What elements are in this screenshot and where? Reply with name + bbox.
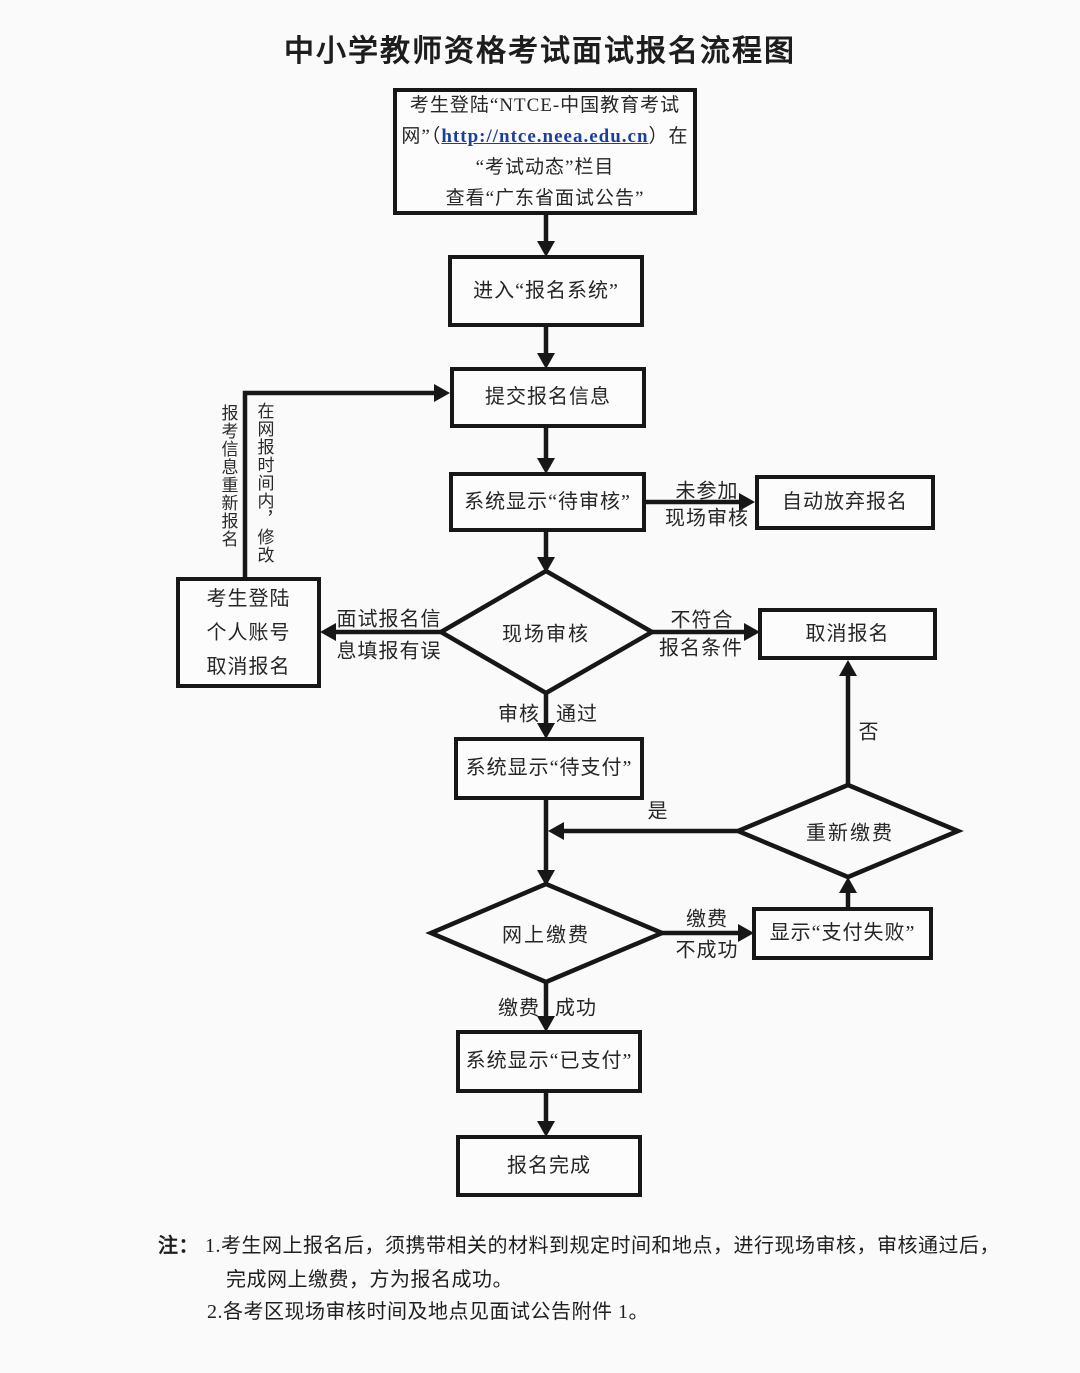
node-cancel-account-line1: 考生登陆 xyxy=(206,587,291,610)
node-payment-failed-label: 显示“支付失败” xyxy=(769,922,916,944)
arrow-up-repay xyxy=(839,877,857,893)
node-pending-review-label: 系统显示“待审核” xyxy=(464,490,631,513)
edge-cancel-loop xyxy=(242,390,436,577)
node-login-line3: “考试动态”栏目 xyxy=(475,156,615,178)
node-complete: 报名完成 xyxy=(456,1135,642,1197)
node-pending-review: 系统显示“待审核” xyxy=(449,472,646,532)
arrow-down-enter xyxy=(537,241,555,257)
edge-label-no-onsite-2: 现场审核 xyxy=(665,507,749,530)
arrowheads xyxy=(320,241,857,1137)
node-login-line2-post: ）在 xyxy=(648,125,689,147)
node-login-line1: 考生登陆“NTCE-中国教育考试 xyxy=(409,94,681,116)
arrow-down-paid xyxy=(537,1016,555,1032)
arrow-right-fail xyxy=(738,924,754,942)
arrow-right-cancelreg xyxy=(744,623,760,641)
edge-label-not-qualified-2: 报名条件 xyxy=(659,637,743,660)
edge-label-review: 审核 xyxy=(498,703,540,726)
arrow-down-payment xyxy=(537,723,555,739)
node-paid: 系统显示“已支付” xyxy=(456,1030,642,1093)
edge-label-pay-fail-2: 不成功 xyxy=(675,939,739,962)
loop-annotation-left-column: 报考信息重新报名 xyxy=(218,404,238,548)
node-auto-abandon: 自动放弃报名 xyxy=(755,475,935,530)
edge-label-info-error-1: 面试报名信 xyxy=(336,608,442,631)
node-paid-label: 系统显示“已支付” xyxy=(465,1050,633,1072)
diamond-online-payment-label: 网上缴费 xyxy=(502,924,590,947)
edge-label-pass: 通过 xyxy=(556,703,598,726)
node-payment-failed: 显示“支付失败” xyxy=(752,907,933,960)
edge-label-no: 否 xyxy=(858,721,880,744)
arrow-down-diamond xyxy=(537,557,555,573)
edge-label-no-onsite-1: 未参加 xyxy=(675,480,739,503)
note-item2: 2.各考区现场审核时间及地点见面试公告附件 1。 xyxy=(207,1301,649,1323)
arrow-down-complete xyxy=(537,1121,555,1137)
diamond-online-payment xyxy=(425,881,668,985)
arrow-right-abandon xyxy=(739,493,755,511)
arrow-down-submit xyxy=(537,353,555,369)
node-enter-system-label: 进入“报名系统” xyxy=(473,279,619,302)
arrow-up-cancelreg xyxy=(839,660,857,676)
node-cancel-registration-label: 取消报名 xyxy=(805,622,890,645)
node-login-line4: 查看“广东省面试公告” xyxy=(445,187,645,209)
decision-diamonds xyxy=(425,568,964,985)
node-login: 考生登陆“NTCE-中国教育考试 网”（http://ntce.neea.edu… xyxy=(393,88,697,215)
loop-annotation-right-column: 在网报时间内，修改 xyxy=(254,402,274,564)
arrow-left-cancelacct xyxy=(320,623,336,641)
diamond-onsite-review-label: 现场审核 xyxy=(502,623,590,646)
note-item1-line2: 完成网上缴费，方为报名成功。 xyxy=(226,1269,513,1291)
edge-label-info-error-2: 息填报有误 xyxy=(336,640,442,663)
arrow-down-review xyxy=(537,458,555,474)
arrow-down-online xyxy=(537,870,555,886)
node-cancel-account-line3: 取消报名 xyxy=(206,655,291,678)
edge-label-pay-ok-1: 缴费 xyxy=(498,997,540,1020)
diamond-repay xyxy=(732,782,964,880)
connector-lines xyxy=(242,215,851,1123)
node-pending-payment: 系统显示“待支付” xyxy=(454,737,644,800)
node-enter-system: 进入“报名系统” xyxy=(448,255,644,327)
diamond-onsite-review xyxy=(436,568,657,696)
arrow-left-merge xyxy=(548,822,564,840)
node-complete-label: 报名完成 xyxy=(507,1154,591,1177)
edge-label-pay-fail-1: 缴费 xyxy=(686,908,728,931)
node-login-line2-pre: 网”（ xyxy=(401,125,442,147)
diamond-repay-label: 重新缴费 xyxy=(806,822,894,845)
node-pending-payment-label: 系统显示“待支付” xyxy=(465,757,633,779)
node-submit-info-label: 提交报名信息 xyxy=(485,386,611,408)
page-title: 中小学教师资格考试面试报名流程图 xyxy=(284,35,796,68)
node-cancel-account-line2: 个人账号 xyxy=(206,621,291,644)
edge-label-not-qualified-1: 不符合 xyxy=(670,609,734,632)
node-login-line2: 网”（http://ntce.neea.edu.cn）在 xyxy=(401,121,688,152)
ntce-link[interactable]: http://ntce.neea.edu.cn xyxy=(441,125,649,147)
node-auto-abandon-label: 自动放弃报名 xyxy=(782,491,908,513)
node-cancel-registration: 取消报名 xyxy=(758,608,937,660)
node-cancel-account: 考生登陆 个人账号 取消报名 xyxy=(176,577,321,688)
node-submit-info: 提交报名信息 xyxy=(450,367,646,428)
arrow-right-submit xyxy=(434,384,450,402)
edge-label-pay-ok-2: 成功 xyxy=(555,997,597,1020)
notes-prefix: 注： xyxy=(158,1235,199,1257)
edge-label-yes: 是 xyxy=(647,800,669,823)
note-item1-line1: 1.考生网上报名后，须携带相关的材料到规定时间和地点，进行现场审核，审核通过后， xyxy=(205,1235,1000,1257)
